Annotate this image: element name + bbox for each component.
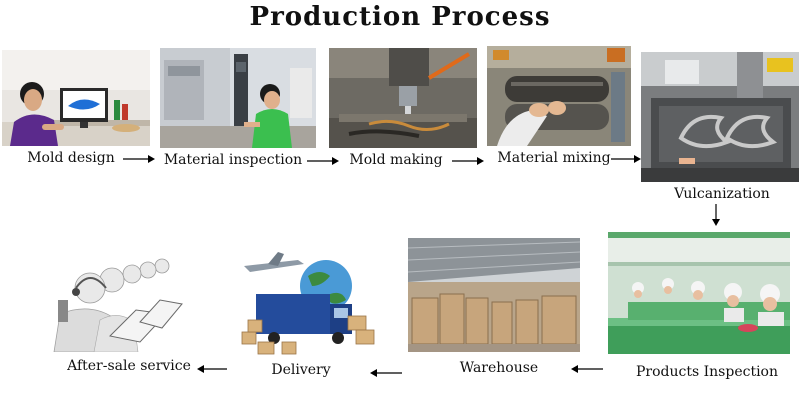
step-label-delivery: Delivery <box>256 362 346 378</box>
products-inspection-photo <box>608 232 790 354</box>
mold-making-photo <box>329 48 477 148</box>
step-label-products-inspection: Products Inspection <box>624 364 790 380</box>
arrow-left-icon <box>570 363 604 375</box>
delivery-photo <box>238 246 382 358</box>
arrow-right-icon <box>610 153 642 165</box>
arrow-down-icon <box>710 203 722 227</box>
material-mixing-photo <box>487 46 631 146</box>
page-title: Production Process <box>0 2 800 32</box>
arrow-right-icon <box>451 155 485 167</box>
arrow-left-icon <box>369 367 403 379</box>
material-inspection-photo <box>160 48 316 148</box>
arrow-right-icon <box>122 153 156 165</box>
arrow-right-icon <box>306 155 340 167</box>
warehouse-photo <box>408 238 580 352</box>
after-sale-service-photo <box>50 244 192 352</box>
step-label-mold-design: Mold design <box>4 150 138 166</box>
mold-design-photo <box>2 50 150 146</box>
step-label-material-mixing: Material mixing <box>490 150 618 166</box>
step-label-after-sale-service: After-sale service <box>58 358 200 374</box>
step-label-vulcanization: Vulcanization <box>662 186 782 202</box>
step-label-mold-making: Mold making <box>336 152 456 168</box>
vulcanization-photo <box>641 52 799 182</box>
step-label-warehouse: Warehouse <box>444 360 554 376</box>
step-label-material-inspection: Material inspection <box>158 152 308 168</box>
arrow-left-icon <box>196 363 228 375</box>
